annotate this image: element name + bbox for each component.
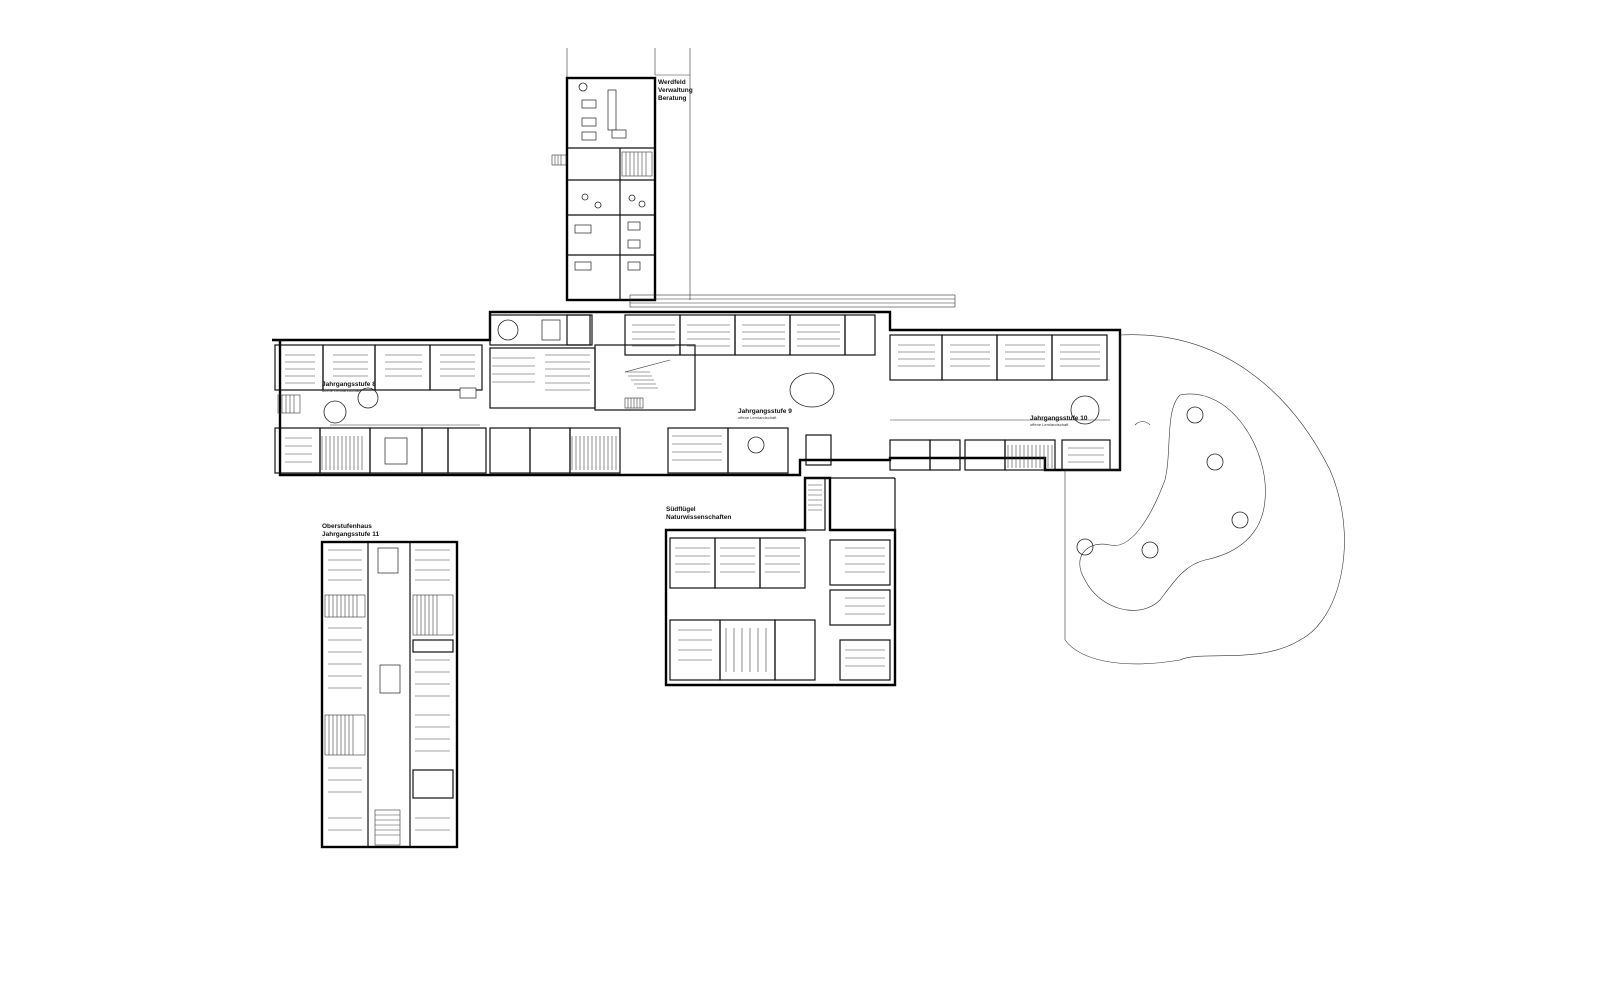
jahrgang-left-title: Jahrgangsstufe 8 bbox=[322, 381, 376, 388]
oberstufe-label: Oberstufenhaus Jahrgangsstufe 11 bbox=[322, 523, 379, 538]
left-classrooms-top bbox=[274, 344, 483, 391]
round-seat-left-1 bbox=[323, 400, 347, 424]
jahrgang-left-subtitle: offene Lernlandschaft bbox=[322, 388, 361, 393]
jahrgang-center-title: Jahrgangsstufe 9 bbox=[738, 408, 792, 415]
north-furniture bbox=[574, 82, 646, 271]
north-wing: Werdfeld Verwaltung Beratung bbox=[551, 48, 956, 308]
central-oval-seat bbox=[789, 372, 835, 408]
north-wing-label-line-2: Verwaltung bbox=[658, 87, 693, 94]
right-classrooms-bottom bbox=[889, 439, 1111, 471]
jahrgang-right-label: Jahrgangsstufe 10 offene Lernlandschaft bbox=[1030, 415, 1088, 427]
south-wing: Südflügel Naturwissenschaften bbox=[664, 476, 897, 687]
north-wing-label-line-1: Werdfeld bbox=[658, 79, 686, 86]
jahrgang-center-label: Jahrgangsstufe 9 offene Lernlandschaft bbox=[738, 408, 792, 420]
left-classrooms-bottom bbox=[274, 427, 487, 474]
south-wing-label-line-2: Naturwissenschaften bbox=[666, 514, 731, 521]
south-wing-label: Südflügel Naturwissenschaften bbox=[666, 506, 731, 521]
round-seat-left-2 bbox=[357, 387, 379, 409]
jahrgang-right-title: Jahrgangsstufe 10 bbox=[1030, 415, 1088, 422]
courtyard-blob bbox=[1064, 334, 1345, 665]
left-stair bbox=[277, 394, 301, 414]
south-wing-label-line-1: Südflügel bbox=[666, 506, 696, 513]
oberstufe-label-line-2: Jahrgangsstufe 11 bbox=[322, 531, 379, 538]
north-wing-label: Werdfeld Verwaltung Beratung bbox=[658, 79, 693, 102]
north-wing-label-line-3: Beratung bbox=[658, 95, 687, 102]
oberstufe-building: Oberstufenhaus Jahrgangsstufe 11 bbox=[320, 523, 459, 849]
main-wing: Jahrgangsstufe 8 offene Lernlandschaft bbox=[272, 310, 1122, 477]
round-seat-right bbox=[1070, 395, 1100, 425]
center-classrooms-top bbox=[624, 314, 876, 356]
right-classrooms-top bbox=[889, 334, 1108, 381]
jahrgang-right-subtitle: offene Lernlandschaft bbox=[1030, 422, 1069, 427]
oberstufe-label-line-1: Oberstufenhaus bbox=[322, 523, 372, 530]
center-left-block bbox=[459, 314, 596, 409]
center-classrooms-bottom bbox=[489, 427, 832, 474]
jahrgang-center-subtitle: offene Lernlandschaft bbox=[738, 415, 777, 420]
north-stair bbox=[551, 151, 653, 177]
jahrgang-left-label: Jahrgangsstufe 8 offene Lernlandschaft bbox=[322, 381, 376, 393]
north-ramp bbox=[629, 294, 956, 308]
central-atrium bbox=[594, 344, 696, 411]
